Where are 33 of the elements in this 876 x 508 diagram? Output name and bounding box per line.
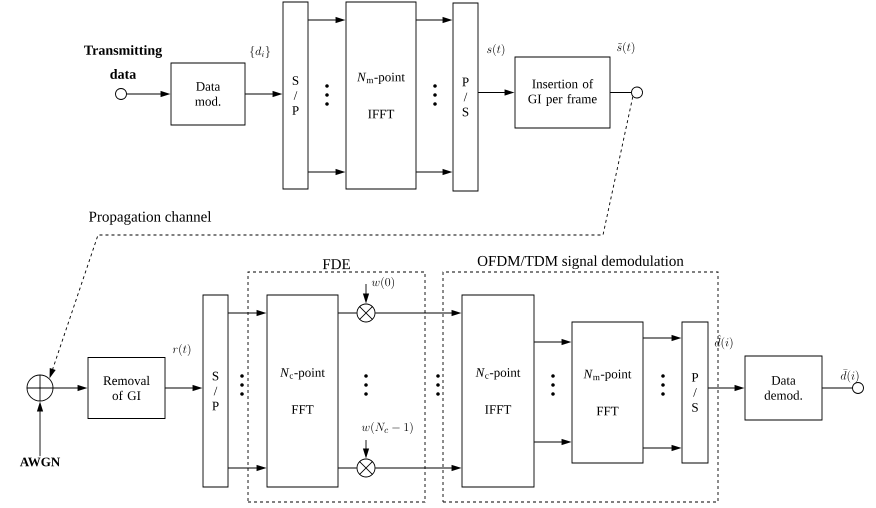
input-terminal [115,88,127,100]
converter-box: P / S [452,2,478,192]
edge-label: $\{d_i\}$ [250,46,270,58]
converter-box: S / P [282,2,308,190]
node-label: OFDM/TDM signal demodulation [478,255,684,270]
edge-label: $w(N_c-1)$ [362,422,413,434]
edge-label: Propagation channel [89,211,212,225]
connector-line [610,92,632,93]
edge-label: $\bar{d}(i)$ [840,369,858,383]
text-label: AWGN [20,458,60,466]
converter-box: P / S [682,322,708,464]
process-box: Removal of GI [88,357,166,419]
edge-label: $w(0)$ [372,277,394,289]
process-box: Data demod. [744,356,822,420]
converter-box: S / P [202,294,228,488]
process-box: Insertion of GI per frame [514,56,610,128]
adder-symbol [26,374,54,402]
output-terminal [852,382,864,394]
edge-label: $r(t)$ [172,344,190,356]
process-box: N$_{m}$-point FFT [572,322,644,464]
text-label: Transmitting data [84,45,162,79]
connector-line [338,312,357,314]
node-label: FDE [322,259,350,270]
multiplier-symbol [356,458,376,478]
process-box: N$_{c}$-point FFT [266,294,338,488]
output-terminal [631,86,643,98]
edge-label: $s(t)$ [487,44,504,56]
process-box: N$_{m}$-point IFFT [346,2,416,190]
process-box: N$_{c}$-point IFFT [462,294,534,488]
edge-label: $\hat{d}(i)$ [714,334,732,350]
edge-label: $\tilde{s}(t)$ [617,42,634,54]
multiplier-symbol [356,304,376,322]
process-box: Data mod. [170,62,246,126]
